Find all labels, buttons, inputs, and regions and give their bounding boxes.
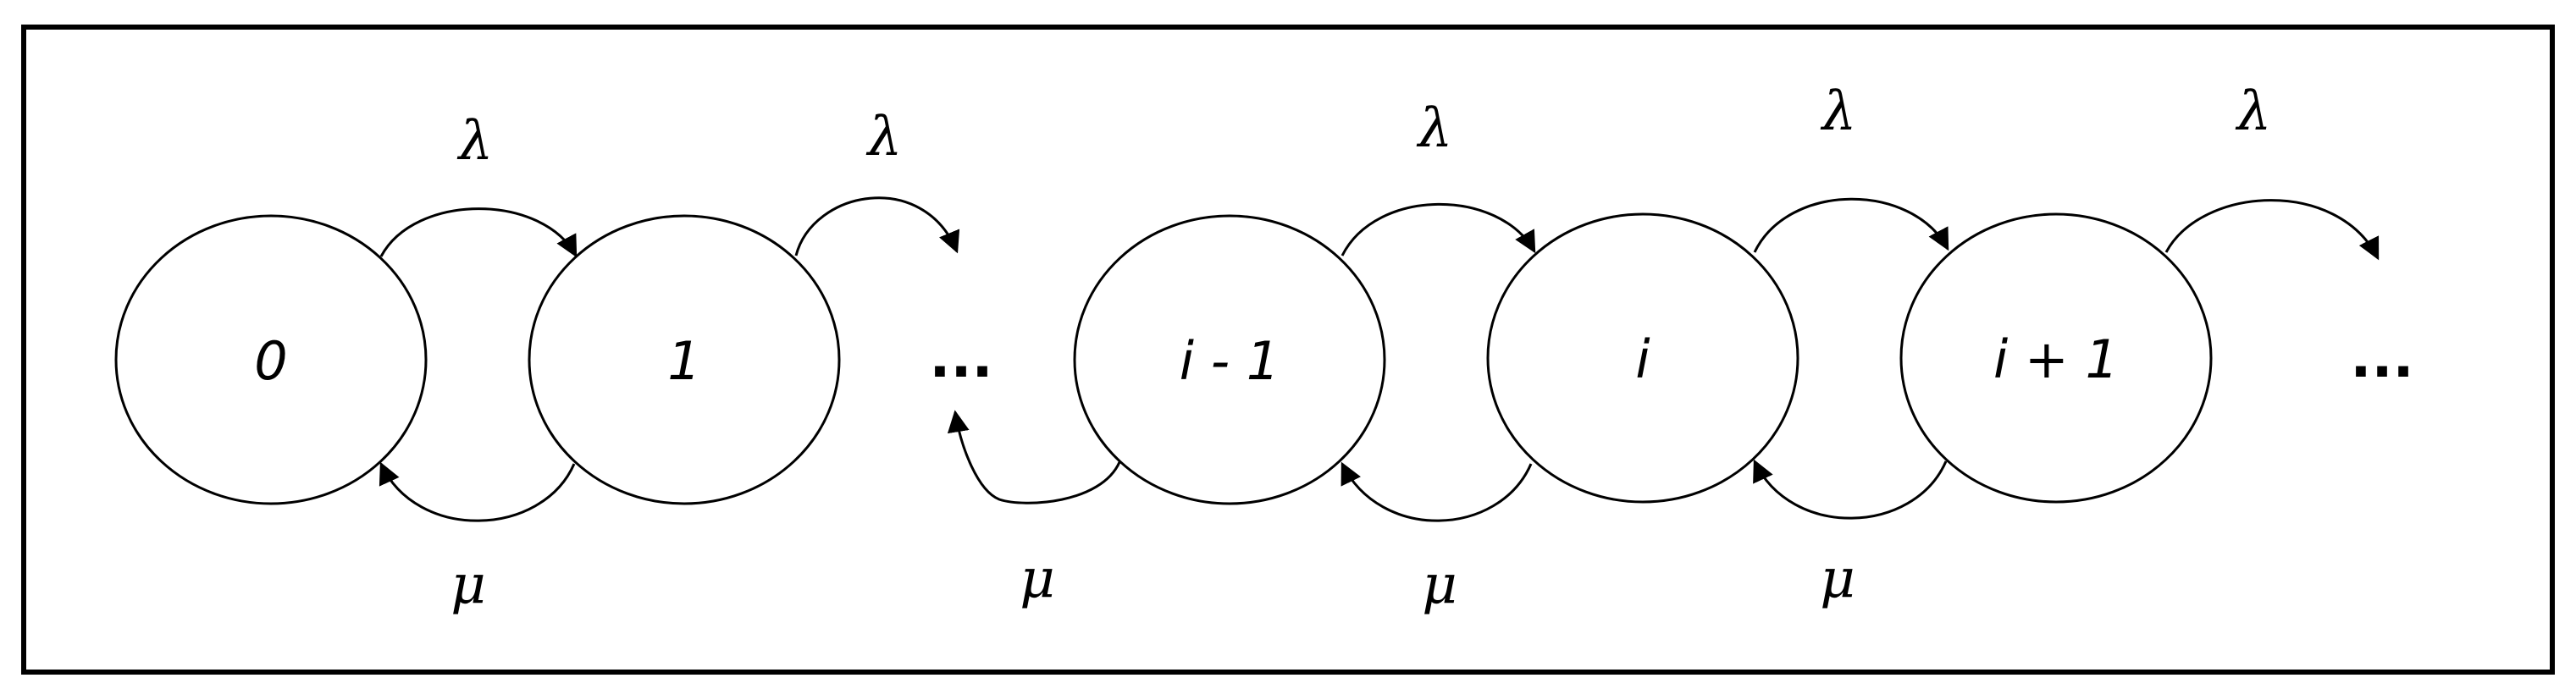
arrival-rate-label-4: λ — [2235, 80, 2272, 143]
arrival-rate-label-3: λ — [1820, 80, 1857, 143]
state-i-minus-1-circle — [1073, 214, 1386, 505]
arrival-rate-label-2: λ — [1416, 97, 1453, 160]
arrival-arc-1-out — [794, 196, 960, 256]
ellipsis-end: ... — [2350, 325, 2413, 390]
state-1-circle — [528, 214, 841, 505]
arrival-arc-ip1-out — [2164, 199, 2380, 261]
service-arc-ip1-to-i — [1753, 459, 1948, 520]
arrival-rate-label-0: λ — [456, 110, 494, 173]
service-rate-label-2: μ — [1422, 554, 1457, 616]
state-0: 0 — [114, 214, 428, 505]
arrival-rate-label-1: λ — [865, 106, 903, 168]
state-i-minus-1-label: i - 1 — [1180, 330, 1280, 392]
state-1-label: 1 — [667, 330, 700, 392]
state-i-minus-1: i - 1 — [1073, 214, 1386, 505]
state-i-circle — [1486, 212, 1799, 504]
arrival-arc-0-to-1 — [379, 207, 578, 258]
state-i-plus-1: i + 1 — [1899, 212, 2213, 504]
service-arc-i-to-im1 — [1341, 461, 1533, 522]
service-arc-im1-out — [947, 410, 1121, 504]
service-rate-label-0: μ — [451, 554, 486, 616]
service-arc-1-to-0 — [379, 461, 576, 522]
service-rate-label-1: μ — [1020, 548, 1055, 610]
state-0-circle — [114, 214, 428, 505]
diagram-frame — [21, 25, 2555, 675]
ellipsis-middle: ... — [929, 325, 992, 390]
state-1: 1 — [528, 214, 841, 505]
state-i: i — [1486, 212, 1799, 504]
state-0-label: 0 — [254, 330, 287, 392]
state-i-plus-1-label: i + 1 — [1993, 328, 2119, 390]
state-i-label: i — [1635, 328, 1650, 390]
service-rate-label-3: μ — [1820, 548, 1855, 610]
arrival-arc-i-to-ip1 — [1753, 197, 1949, 253]
arrival-arc-im1-to-i — [1341, 202, 1536, 256]
state-i-plus-1-circle — [1899, 212, 2213, 504]
